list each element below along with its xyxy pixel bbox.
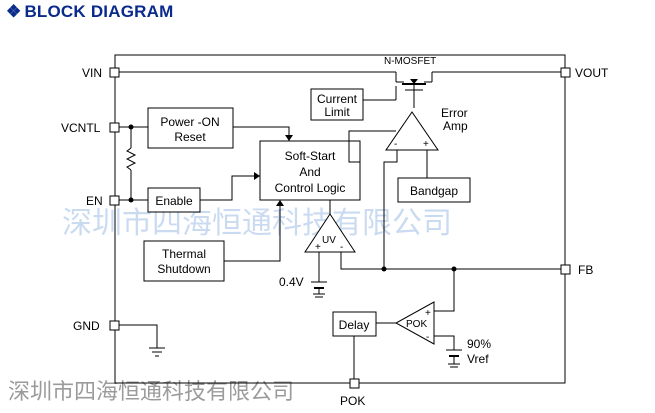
- vin-label: VIN: [82, 66, 102, 80]
- fb-node-1: [381, 266, 387, 272]
- current-limit-label-1: Current: [317, 92, 358, 106]
- nmosfet-symbol: [395, 72, 433, 108]
- enable-label: Enable: [155, 194, 193, 208]
- uv-label: UV: [322, 235, 336, 246]
- erroramp-minus-wire: [383, 150, 398, 269]
- softstart-label-3: Control Logic: [275, 181, 346, 195]
- pok-comparator-symbol: [394, 301, 435, 345]
- power-on-reset-block: [147, 107, 234, 149]
- error-amp-minus: -: [394, 139, 397, 150]
- gnd-pin: [109, 320, 120, 331]
- uv-plus: +: [315, 242, 321, 253]
- uv-comparator-symbol: [304, 213, 356, 253]
- pok-label: POK: [340, 394, 365, 408]
- vin-pin: [109, 67, 120, 78]
- vcntl-label: VCNTL: [61, 121, 101, 135]
- power-on-reset-label-1: Power -ON: [160, 115, 219, 129]
- enable-to-softstart-wire: [200, 175, 260, 201]
- por-to-softstart-wire: [233, 126, 290, 141]
- block-diagram-title: ❖BLOCK DIAGRAM: [6, 2, 173, 22]
- package-outline: [114, 54, 566, 384]
- power-on-reset-label-2: Reset: [174, 130, 206, 144]
- en-label: EN: [86, 194, 103, 208]
- delay-label: Delay: [339, 318, 370, 332]
- gnd-label: GND: [73, 319, 100, 333]
- error-amp-plus: +: [423, 139, 429, 150]
- fb-pin: [560, 264, 571, 275]
- watermark-line-2: 深圳市四海恒通科技有限公司: [8, 380, 294, 405]
- error-amp-symbol: [385, 111, 439, 151]
- watermark-line-1: 深圳市四海恒通科技有限公司: [62, 206, 452, 241]
- thermal-label-2: Shutdown: [157, 262, 210, 276]
- pok-minus: -: [426, 332, 429, 343]
- vout-label: VOUT: [575, 66, 609, 80]
- vcntl-pin: [109, 122, 120, 133]
- softstart-to-erroramp-wire: [348, 130, 396, 163]
- pok-minus-wire: [434, 335, 455, 350]
- pct90-label: 90%: [467, 337, 491, 351]
- thermal-label-1: Thermal: [162, 247, 206, 261]
- title-text: BLOCK DIAGRAM: [24, 2, 174, 21]
- vout-pin: [560, 67, 571, 78]
- pok-comp-label: POK: [406, 319, 427, 330]
- pok-plus: +: [425, 308, 431, 319]
- vref-label: Vref: [467, 352, 489, 366]
- pok-pin: [349, 378, 360, 389]
- current-limit-block: [310, 88, 364, 121]
- en-pin: [109, 195, 120, 206]
- softstart-label-2: And: [299, 165, 320, 179]
- fb-wire: [340, 252, 561, 270]
- v04-label: 0.4V: [279, 275, 304, 289]
- thermal-to-softstart-wire: [224, 200, 281, 262]
- current-limit-label-2: Limit: [324, 105, 350, 119]
- pok-plus-wire: [434, 269, 455, 312]
- bandgap-block: [397, 177, 471, 203]
- fb-label: FB: [578, 263, 593, 277]
- error-amp-label-2: Amp: [443, 119, 468, 133]
- delay-block: [332, 311, 377, 337]
- uv-minus: -: [340, 242, 343, 253]
- softstart-label-1: Soft-Start: [285, 149, 336, 163]
- error-amp-label-1: Error: [441, 106, 468, 120]
- gnd-wire: [119, 324, 158, 348]
- nmosfet-label: N-MOSFET: [384, 56, 436, 67]
- bandgap-label: Bandgap: [410, 184, 458, 198]
- soft-start-control-block: [259, 140, 361, 201]
- diamond-bullet-icon: ❖: [6, 2, 22, 21]
- pullup-resistor: [125, 147, 137, 171]
